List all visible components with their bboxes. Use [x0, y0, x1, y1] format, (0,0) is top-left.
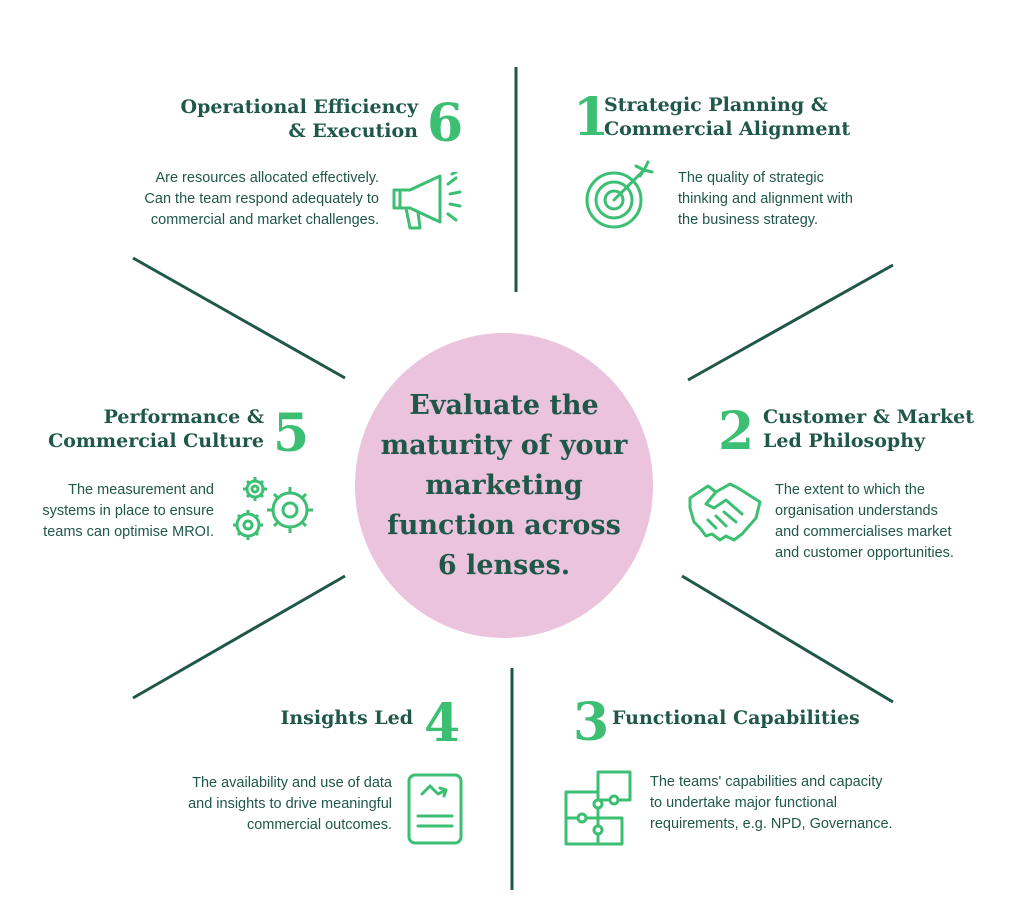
lens-description-line: The extent to which the	[775, 482, 925, 498]
center-circle: Evaluate the maturity of your marketing …	[355, 333, 653, 638]
lens-description-line: thinking and alignment with	[678, 191, 853, 207]
lens-description-line: teams can optimise MROI.	[43, 524, 214, 540]
lens-title-line: Commercial Alignment	[604, 118, 851, 140]
gears-icon	[233, 477, 313, 540]
spoke-top-left	[132, 256, 346, 380]
lens-description-line: the business strategy.	[678, 212, 818, 228]
lens-description-line: to undertake major functional	[650, 795, 837, 811]
lens-title-line: Performance &	[103, 406, 264, 428]
lens-title: Strategic Planning & Commercial Alignmen…	[604, 93, 850, 141]
lens-number: 6	[427, 93, 464, 154]
lens-description-line: systems in place to ensure	[42, 503, 214, 519]
lens-description-line: The availability and use of data	[192, 775, 392, 791]
center-line: maturity of your	[380, 429, 628, 461]
lens-description-line: commercial and market challenges.	[150, 212, 379, 228]
lens-description-line: The quality of strategic	[678, 170, 824, 186]
lens-number: 2	[718, 401, 755, 462]
center-line: 6 lenses.	[437, 549, 571, 581]
spoke-bottom-right	[681, 574, 894, 704]
lens-title-line: Customer & Market	[763, 406, 975, 428]
lens-description-line: commercial outcomes.	[246, 817, 392, 833]
lens-description-line: Are resources allocated effectively.	[155, 170, 379, 186]
lens-description-line: and insights to drive meaningful	[188, 796, 392, 812]
center-heading: Evaluate the maturity of your marketing …	[379, 386, 629, 586]
lens-title-line: Strategic Planning &	[604, 94, 828, 116]
center-line: function across	[387, 509, 621, 541]
lens-number: 5	[273, 403, 310, 464]
spoke-bottom-left	[132, 574, 346, 700]
lens-number: 1	[573, 87, 610, 148]
lens-title: Performance & Commercial Culture	[48, 405, 264, 453]
megaphone-icon	[392, 172, 462, 230]
lens-description: The extent to which the organisation und…	[775, 480, 954, 564]
lens-title-line: & Execution	[288, 120, 418, 142]
puzzle-icon	[564, 770, 632, 846]
lens-title: Insights Led	[280, 706, 413, 730]
lens-description: The quality of strategic thinking and al…	[678, 168, 853, 231]
center-line: Evaluate the	[409, 389, 599, 421]
report-chart-icon	[407, 773, 463, 845]
handshake-icon	[688, 482, 762, 542]
lens-description-line: The measurement and	[68, 482, 214, 498]
lens-title: Functional Capabilities	[612, 706, 860, 730]
lens-description: The availability and use of data and ins…	[188, 773, 392, 836]
lens-title: Operational Efficiency & Execution	[181, 95, 418, 143]
center-line: marketing	[425, 469, 583, 501]
lens-number: 3	[573, 692, 610, 753]
lens-title-line: Led Philosophy	[763, 430, 926, 452]
lens-title-line: Commercial Culture	[48, 430, 264, 452]
lens-title-line: Functional Capabilities	[612, 707, 860, 729]
spoke-top-right	[687, 263, 894, 382]
lens-description-line: The teams' capabilities and capacity	[650, 774, 883, 790]
lens-description-line: requirements, e.g. NPD, Governance.	[650, 816, 893, 832]
lens-description: The teams' capabilities and capacity to …	[650, 772, 893, 835]
lens-description-line: and customer opportunities.	[775, 545, 954, 561]
lens-number: 4	[424, 693, 461, 754]
lens-description-line: Can the team respond adequately to	[144, 191, 379, 207]
lens-description: Are resources allocated effectively. Can…	[144, 168, 379, 231]
lens-title: Customer & Market Led Philosophy	[763, 405, 974, 453]
lens-title-line: Operational Efficiency	[180, 96, 418, 118]
lens-description-line: and commercialises market	[775, 524, 952, 540]
lens-description-line: organisation understands	[775, 503, 938, 519]
lens-title-line: Insights Led	[280, 707, 413, 729]
target-icon	[585, 160, 654, 229]
lens-description: The measurement and systems in place to …	[42, 480, 214, 543]
